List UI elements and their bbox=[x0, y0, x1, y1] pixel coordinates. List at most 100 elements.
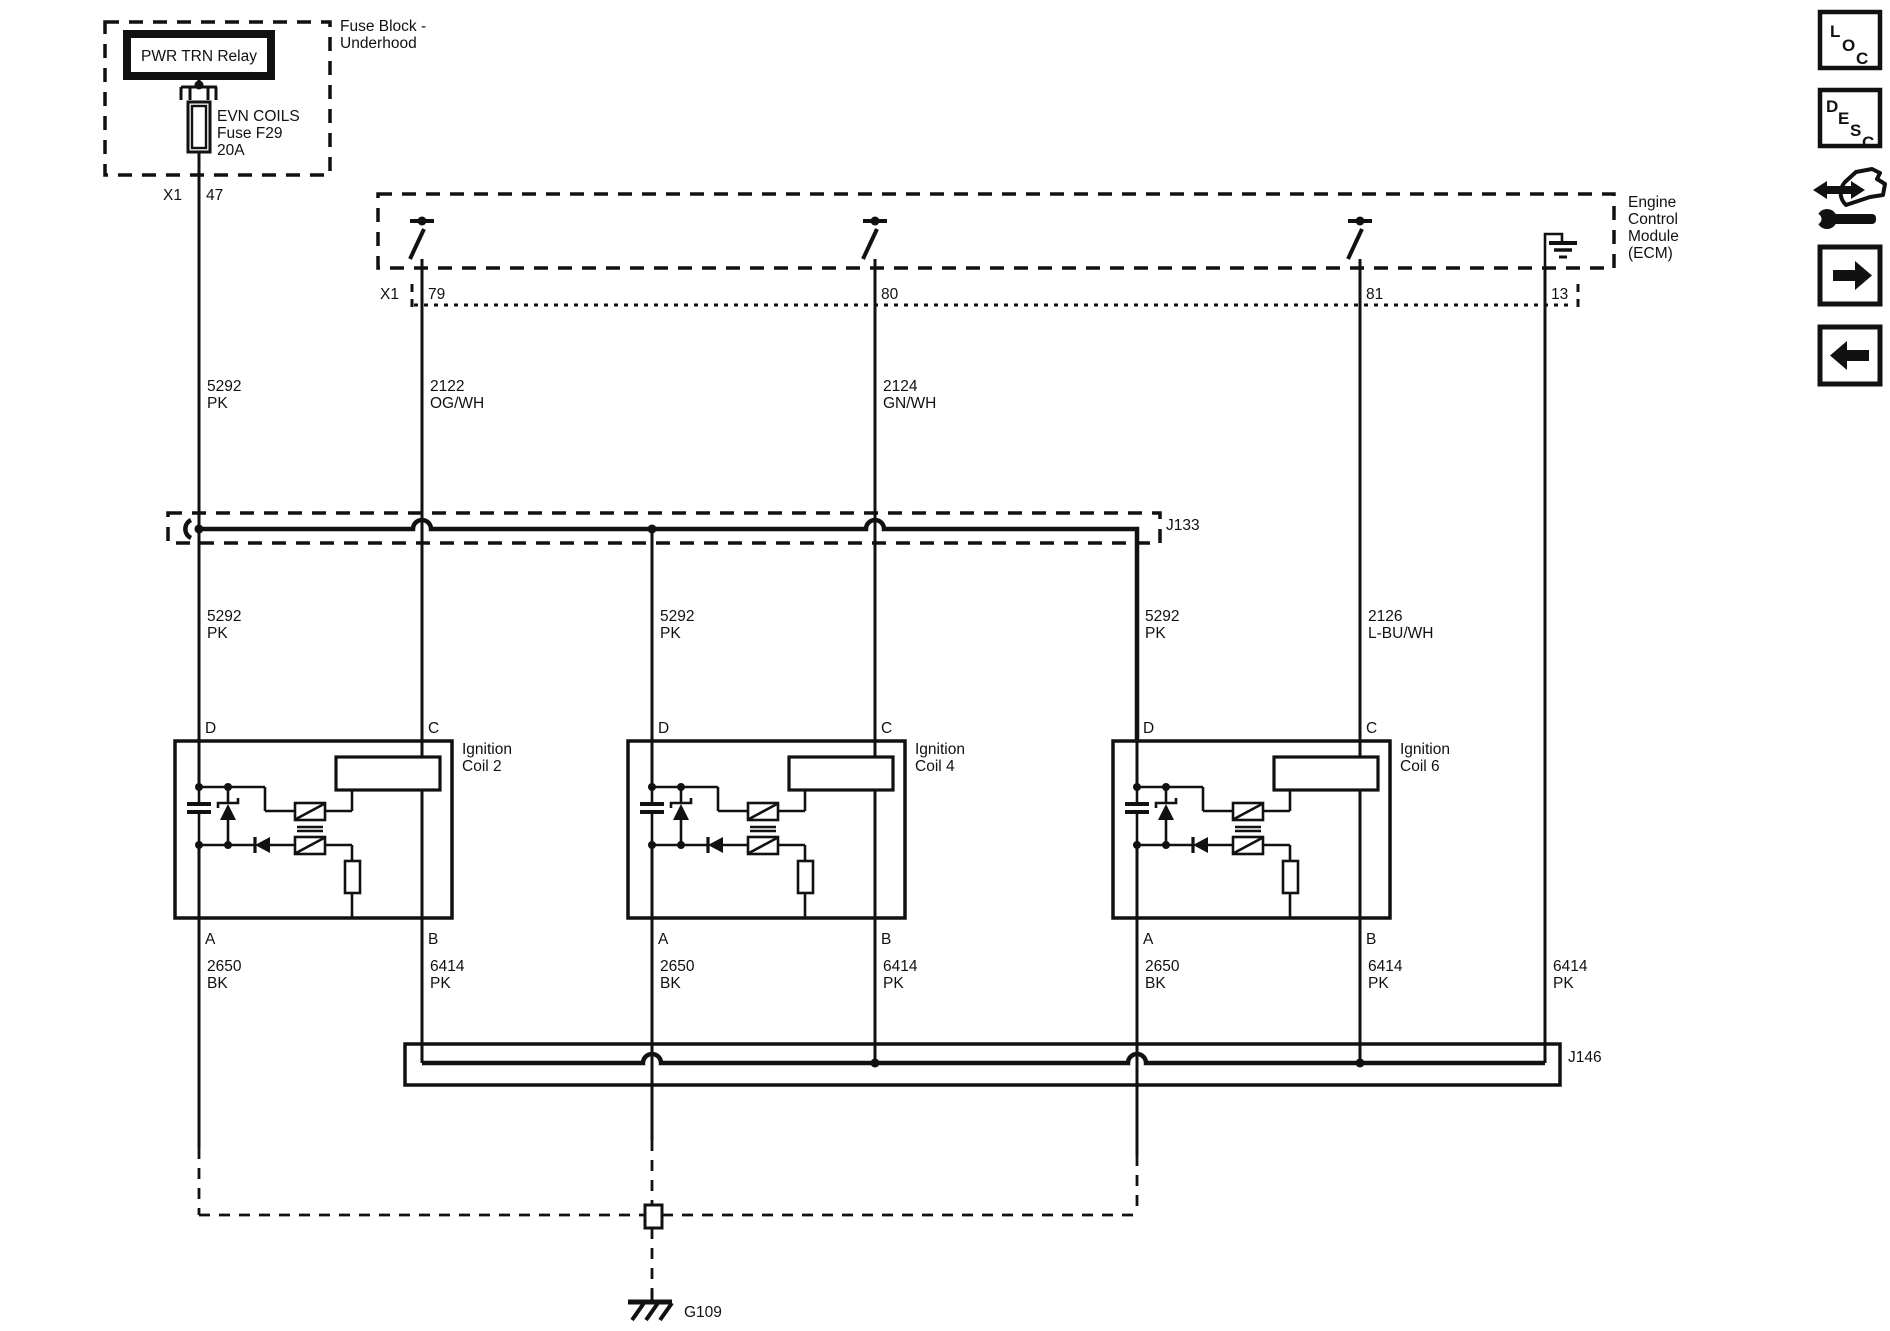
wire-labels-top: 5292 PK 2122 OG/WH 2124 GN/WH bbox=[207, 378, 936, 412]
ecm-pin-81: 81 bbox=[1366, 286, 1383, 303]
desc-letter-e: E bbox=[1838, 109, 1849, 128]
j133-boundary bbox=[166, 511, 1162, 545]
wire-label: GN/WH bbox=[883, 395, 936, 412]
wire-label: PK bbox=[660, 625, 681, 642]
coil4-pin-c: C bbox=[881, 720, 892, 737]
next-button[interactable] bbox=[1817, 244, 1883, 307]
wire-label: 2650 bbox=[1145, 958, 1180, 975]
coil6-name-line2: Coil 6 bbox=[1400, 758, 1440, 775]
wire-label: 5292 bbox=[1145, 608, 1179, 625]
wire-label: 2650 bbox=[207, 958, 242, 975]
wire-label: PK bbox=[1145, 625, 1166, 642]
wire-label: PK bbox=[1553, 975, 1574, 992]
loc-button[interactable]: L O C bbox=[1817, 9, 1883, 71]
vehicle-diagnostic-icon[interactable] bbox=[1810, 167, 1887, 229]
coil2-name-line2: Coil 2 bbox=[462, 758, 502, 775]
j133-bus bbox=[195, 517, 1140, 741]
wire-label: 6414 bbox=[1553, 958, 1588, 975]
ecm-name-line1: Engine bbox=[1628, 194, 1676, 211]
wire-label: BK bbox=[660, 975, 681, 992]
ignition-coil-4: Ignition Coil 4 D C A B bbox=[626, 720, 965, 948]
coil2-name-line1: Ignition bbox=[462, 741, 512, 758]
g109-label: G109 bbox=[684, 1304, 722, 1321]
ignition-coil-2: Ignition Coil 2 D C A B bbox=[173, 720, 512, 948]
wire-label: 5292 bbox=[660, 608, 694, 625]
ecm-driver-pin79 bbox=[408, 214, 436, 261]
fuse-block-connector-label: X1 bbox=[163, 187, 182, 204]
j146-boundary bbox=[403, 1042, 1562, 1087]
desc-button[interactable]: D E S C bbox=[1817, 87, 1883, 152]
coil4-pin-b: B bbox=[881, 931, 891, 948]
ecm-driver-pin80 bbox=[861, 214, 889, 261]
fuse-clip bbox=[179, 76, 218, 100]
coil2-internals bbox=[173, 739, 454, 920]
arrow-right-icon bbox=[1833, 261, 1872, 290]
ground-symbol-g109 bbox=[628, 1299, 674, 1322]
wire-label: 2124 bbox=[883, 378, 918, 395]
wire-label: PK bbox=[1368, 975, 1389, 992]
desc-letter-s: S bbox=[1850, 121, 1861, 140]
wire-label: L-BU/WH bbox=[1368, 625, 1433, 642]
j146-bus bbox=[422, 1051, 1545, 1066]
wire-label: PK bbox=[883, 975, 904, 992]
fuse-block-underhood: Fuse Block - Underhood PWR TRN Relay EVN… bbox=[103, 18, 426, 204]
wire-label: 6414 bbox=[1368, 958, 1403, 975]
ecm-name-line3: Module bbox=[1628, 228, 1679, 245]
fuse-block-title-line2: Underhood bbox=[340, 35, 417, 52]
fuse-label-line3: 20A bbox=[217, 142, 245, 159]
pwr-trn-relay-label: PWR TRN Relay bbox=[141, 48, 257, 65]
wire-label: 5292 bbox=[207, 608, 241, 625]
loc-letter-c: C bbox=[1856, 49, 1868, 68]
wire-label: BK bbox=[1145, 975, 1166, 992]
coil2-pin-c: C bbox=[428, 720, 439, 737]
ecm-pin-79: 79 bbox=[428, 286, 445, 303]
coil2-pin-d: D bbox=[205, 720, 216, 737]
wire-label: 2126 bbox=[1368, 608, 1402, 625]
fuse-label-line2: Fuse F29 bbox=[217, 125, 282, 142]
ecm-pin-13: 13 bbox=[1551, 286, 1568, 303]
coil6-internals bbox=[1111, 739, 1392, 920]
desc-letter-c: C bbox=[1862, 133, 1874, 152]
coil4-name-line2: Coil 4 bbox=[915, 758, 955, 775]
coil6-name-line1: Ignition bbox=[1400, 741, 1450, 758]
arrow-left-icon bbox=[1830, 341, 1869, 370]
wire-label: 6414 bbox=[430, 958, 465, 975]
coil6-pin-a: A bbox=[1143, 931, 1154, 948]
ground-distribution: G109 bbox=[197, 1140, 1139, 1322]
ecm-internal-ground bbox=[1543, 232, 1577, 268]
desc-letter-d: D bbox=[1826, 97, 1838, 116]
wire-label: PK bbox=[207, 395, 228, 412]
splice-pack-j133: J133 bbox=[166, 511, 1200, 741]
ecm-boundary bbox=[376, 192, 1616, 270]
fuse-label-line1: EVN COILS bbox=[217, 108, 300, 125]
ecm-pin-80: 80 bbox=[881, 286, 899, 303]
coil4-pin-a: A bbox=[658, 931, 669, 948]
wire-label: 2122 bbox=[430, 378, 464, 395]
fuse-block-boundary bbox=[103, 20, 332, 177]
ignition-coil-6: Ignition Coil 6 D C A B bbox=[1111, 720, 1450, 948]
back-button[interactable] bbox=[1817, 324, 1883, 387]
wire-label: PK bbox=[430, 975, 451, 992]
wire-label: PK bbox=[207, 625, 228, 642]
ecm-name-line4: (ECM) bbox=[1628, 245, 1673, 262]
wire-label: 6414 bbox=[883, 958, 918, 975]
coil2-pin-b: B bbox=[428, 931, 438, 948]
wire-label: 2650 bbox=[660, 958, 695, 975]
fuse-block-pin-47: 47 bbox=[206, 187, 223, 204]
engine-control-module: Engine Control Module (ECM) X1 79 80 81 … bbox=[376, 192, 1679, 314]
double-arrow-icon bbox=[1813, 181, 1865, 199]
ground-splice bbox=[643, 1203, 664, 1230]
wire-labels-bottom: 2650 BK 6414 PK 2650 BK 6414 PK 2650 BK … bbox=[207, 958, 1588, 992]
loc-letter-o: O bbox=[1842, 36, 1855, 55]
coil6-pin-c: C bbox=[1366, 720, 1377, 737]
ecm-connector-label: X1 bbox=[380, 286, 399, 303]
j133-label: J133 bbox=[1166, 517, 1200, 534]
j133-junction-feed bbox=[194, 524, 204, 534]
ecm-driver-pin81 bbox=[1346, 214, 1374, 261]
ecm-name-line2: Control bbox=[1628, 211, 1678, 228]
coil6-pin-b: B bbox=[1366, 931, 1376, 948]
loc-letter-l: L bbox=[1830, 22, 1840, 41]
j133-end-arc bbox=[183, 517, 193, 541]
wire-label: BK bbox=[207, 975, 228, 992]
coil2-pin-a: A bbox=[205, 931, 216, 948]
